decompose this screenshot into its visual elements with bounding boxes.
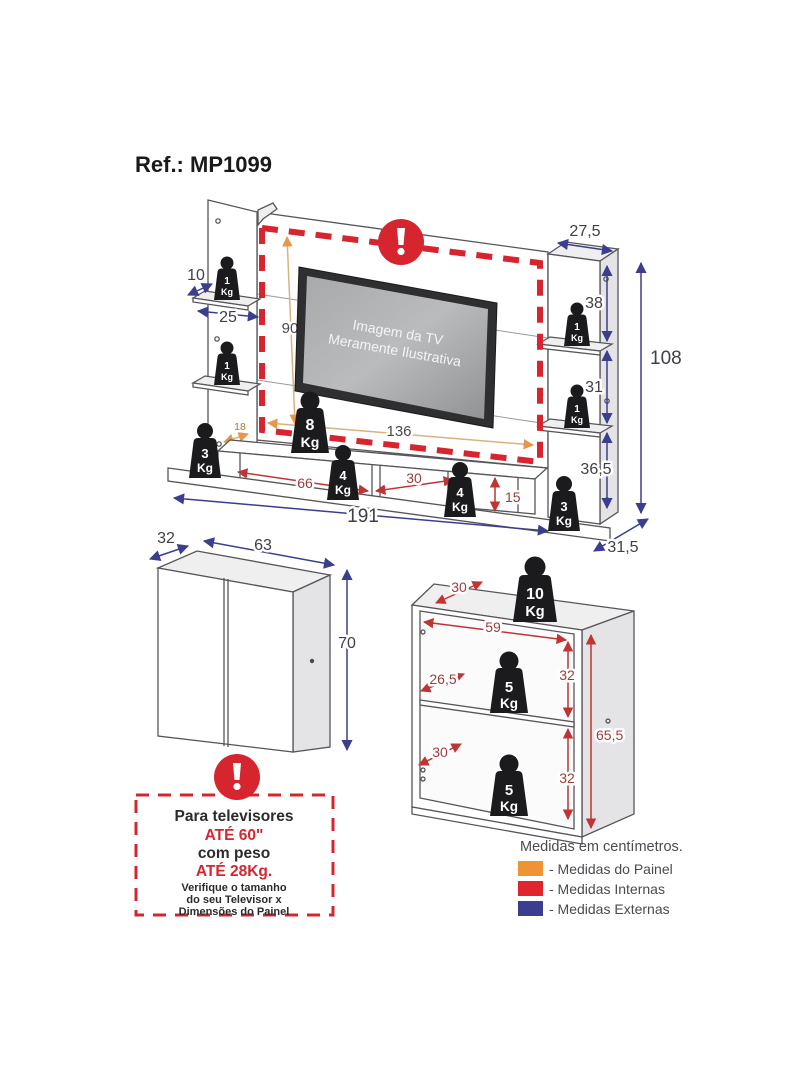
dim-section-bottom: 36,5 <box>580 461 611 478</box>
weight-unit: Kg <box>452 500 468 514</box>
weight-4kg-niche-right: 4 Kg <box>444 462 476 517</box>
warning-line2: ATÉ 60" <box>205 827 264 844</box>
dim-unit-upper-height: 32 <box>559 667 575 683</box>
dim-cabinet-height: 70 <box>338 635 356 652</box>
dim-depth-total: 31,5 <box>607 539 638 556</box>
weight-5kg-unit-bottom: 5 Kg <box>490 754 528 816</box>
legend-swatch-panel <box>518 861 543 876</box>
weight-unit: Kg <box>221 287 233 297</box>
legend-swatch-internal <box>518 881 543 896</box>
weight-1kg-right-upper: 1 Kg <box>564 302 590 346</box>
weight-unit: Kg <box>500 799 518 814</box>
legend-swatch-external <box>518 901 543 916</box>
weight-3kg-right-shelf: 3 Kg <box>548 476 580 531</box>
dim-width-total: 191 <box>347 506 379 527</box>
weight-value: 4 <box>339 468 347 483</box>
warning-line3: com peso <box>198 845 270 862</box>
dim-height-total: 108 <box>650 348 682 369</box>
legend-title: Medidas em centímetros. <box>520 839 683 855</box>
weight-unit: Kg <box>197 461 213 475</box>
legend-label-panel: - Medidas do Painel <box>549 861 673 877</box>
dim-unit-lower-shelf-depth: 30 <box>432 744 448 760</box>
dim-unit-lower-height: 32 <box>559 770 575 786</box>
weight-value: 1 <box>574 322 580 333</box>
weight-unit: Kg <box>556 514 572 528</box>
warning-line4: ATÉ 28Kg. <box>196 863 272 880</box>
legend-label-external: - Medidas Externas <box>549 901 670 917</box>
weight-4kg-niche-left: 4 Kg <box>327 445 359 500</box>
weight-unit: Kg <box>301 434 320 450</box>
dim-shelf-depth: 10 <box>187 267 205 284</box>
dim-unit-inner-height: 65,5 <box>596 727 623 743</box>
weight-value: 5 <box>505 679 513 696</box>
shelf-unit-middle-shelf <box>419 699 575 728</box>
warning-note3: Dimensões do Painel <box>179 906 290 918</box>
weight-unit: Kg <box>525 604 544 620</box>
warning-note1: Verifique o tamanho <box>181 882 286 894</box>
dim-unit-top-depth: 30 <box>451 579 467 595</box>
panel-right-column <box>535 241 620 526</box>
weight-unit: Kg <box>221 372 233 382</box>
weight-1kg-right-lower: 1 Kg <box>564 384 590 428</box>
tv-panel-diagram: 90 136 18 Imagem da TV Meramente Ilustra… <box>167 199 682 559</box>
weight-unit: Kg <box>571 415 583 425</box>
weight-unit: Kg <box>571 333 583 343</box>
weight-value: 5 <box>505 782 513 799</box>
dim-section-top: 38 <box>585 295 603 312</box>
weight-1kg-left-lower: 1 Kg <box>214 341 240 385</box>
dim-niche-height: 15 <box>505 489 521 505</box>
panel-top-fold <box>257 202 278 227</box>
weight-value: 4 <box>456 485 464 500</box>
dim-side-width: 27,5 <box>569 223 600 240</box>
weight-value: 3 <box>560 499 567 514</box>
dim-cabinet-width: 63 <box>254 537 272 554</box>
weight-value: 1 <box>224 361 230 372</box>
weight-value: 1 <box>224 276 230 287</box>
weight-unit: Kg <box>500 696 518 711</box>
warning-line1: Para televisores <box>175 808 294 825</box>
tv-image: Imagem da TV Meramente Ilustrativa <box>294 266 498 429</box>
dim-section-middle: 31 <box>585 379 603 396</box>
dim-unit-shelf-depth: 26,5 <box>429 671 456 687</box>
warning-note: Para televisores ATÉ 60" com peso ATÉ 28… <box>134 754 335 918</box>
dim-tv-area-offset: 18 <box>234 421 246 433</box>
warning-note2: do seu Televisor x <box>186 894 282 906</box>
weight-unit: Kg <box>335 483 351 497</box>
two-door-cabinet-diagram: 32 63 70 <box>148 530 359 753</box>
weight-value: 3 <box>201 446 208 461</box>
weight-8kg-tv-mount: 8 Kg <box>291 391 329 453</box>
legend-label-internal: - Medidas Internas <box>549 881 665 897</box>
dim-shelf-width: 25 <box>219 309 237 326</box>
dim-niche-width-left: 66 <box>297 475 313 491</box>
warning-exclamation-icon <box>214 754 260 800</box>
weight-value: 8 <box>306 417 315 434</box>
shelf-unit-diagram: 30 59 32 26,5 30 32 65,5 10 Kg 5 Kg 5 Kg <box>410 556 635 845</box>
legend: Medidas em centímetros. - Medidas do Pai… <box>518 839 683 917</box>
weight-value: 10 <box>526 586 544 603</box>
weight-10kg-unit-top: 10 Kg <box>513 556 557 622</box>
weight-3kg-left-shelf: 3 Kg <box>189 423 221 478</box>
warning-exclamation-icon <box>378 219 424 265</box>
dim-niche-width-middle: 30 <box>406 470 422 486</box>
page-title: Ref.: MP1099 <box>135 152 272 177</box>
weight-value: 1 <box>574 404 580 415</box>
dim-cabinet-depth: 32 <box>157 530 175 547</box>
dim-tv-area-height: 90 <box>282 320 299 337</box>
dim-tv-area-width: 136 <box>386 423 411 440</box>
weight-1kg-left-upper: 1 Kg <box>214 256 240 300</box>
weight-5kg-unit-shelf: 5 Kg <box>490 651 528 713</box>
dim-unit-inner-width: 59 <box>485 619 501 635</box>
panel-left-strip <box>207 199 258 461</box>
